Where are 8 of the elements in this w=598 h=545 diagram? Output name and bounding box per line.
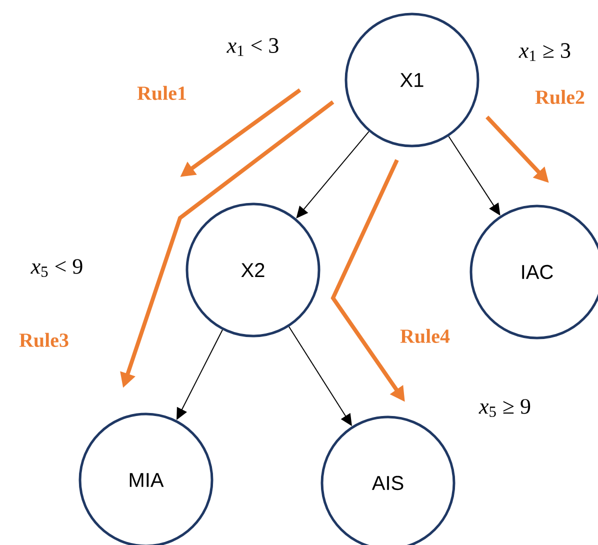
condition-label: x$_{5}$ < 9 [30,259,82,277]
rule-label: Rule4 [400,328,450,344]
condition-label: x$_{1}$ < 3 [226,38,278,56]
rule-label: Rule2 [535,90,584,104]
rule-label: Rule3 [19,332,68,348]
rule-label: Rule1 [137,86,186,100]
condition-label: x$_{1}$ ≥ 3 [518,43,570,61]
condition-label: x$_{5}$ ≥ 9 [478,399,530,417]
